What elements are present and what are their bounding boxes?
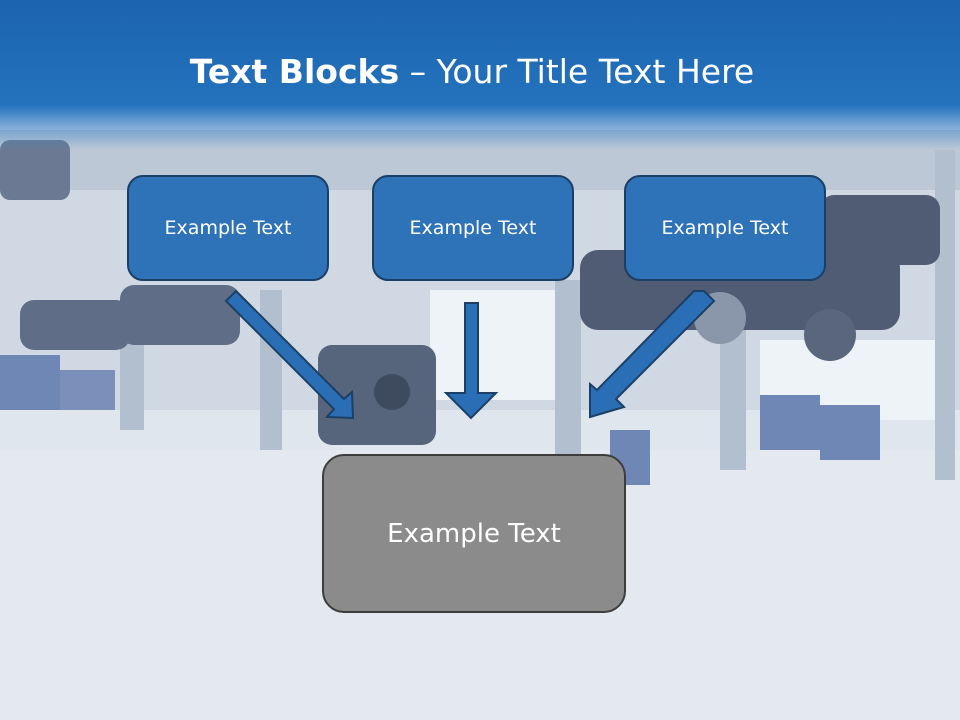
title-rest-text: Your Title Text Here — [436, 52, 755, 91]
title-bold-text: Text Blocks — [189, 52, 400, 91]
text-block-1[interactable]: Example Text — [127, 175, 329, 281]
target-text-block[interactable]: Example Text — [322, 454, 626, 613]
arrow-down-icon — [443, 302, 499, 420]
arrow-diagonal-left-icon — [589, 290, 716, 419]
arrow-diagonal-right-icon — [224, 289, 355, 420]
title-dash: – — [399, 52, 437, 91]
title-bar — [0, 0, 960, 150]
text-block-3[interactable]: Example Text — [624, 175, 826, 281]
slide-title: Text Blocks – Your Title Text Here — [0, 52, 944, 91]
text-block-2[interactable]: Example Text — [372, 175, 574, 281]
